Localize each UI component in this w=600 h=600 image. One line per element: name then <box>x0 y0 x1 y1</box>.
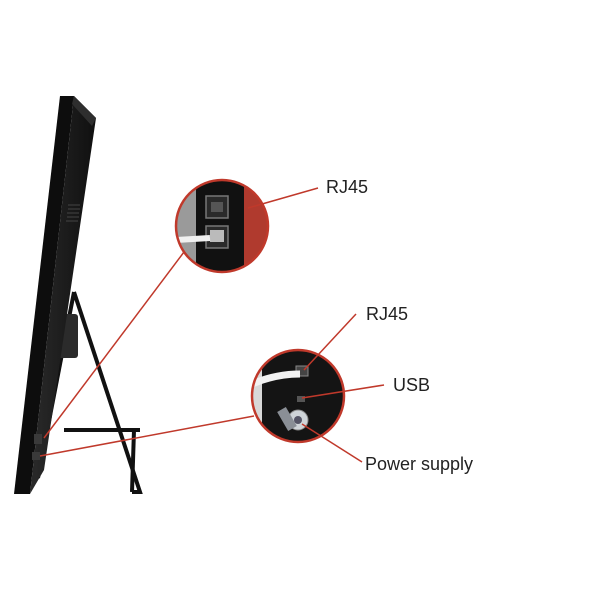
callout-circle-top <box>176 180 268 272</box>
display-panel <box>14 96 96 494</box>
label-rj45-top: RJ45 <box>326 177 368 198</box>
label-usb: USB <box>393 375 430 396</box>
label-power-supply: Power supply <box>365 454 473 475</box>
label-rj45-bottom: RJ45 <box>366 304 408 325</box>
callout-circle-bottom <box>252 350 344 442</box>
